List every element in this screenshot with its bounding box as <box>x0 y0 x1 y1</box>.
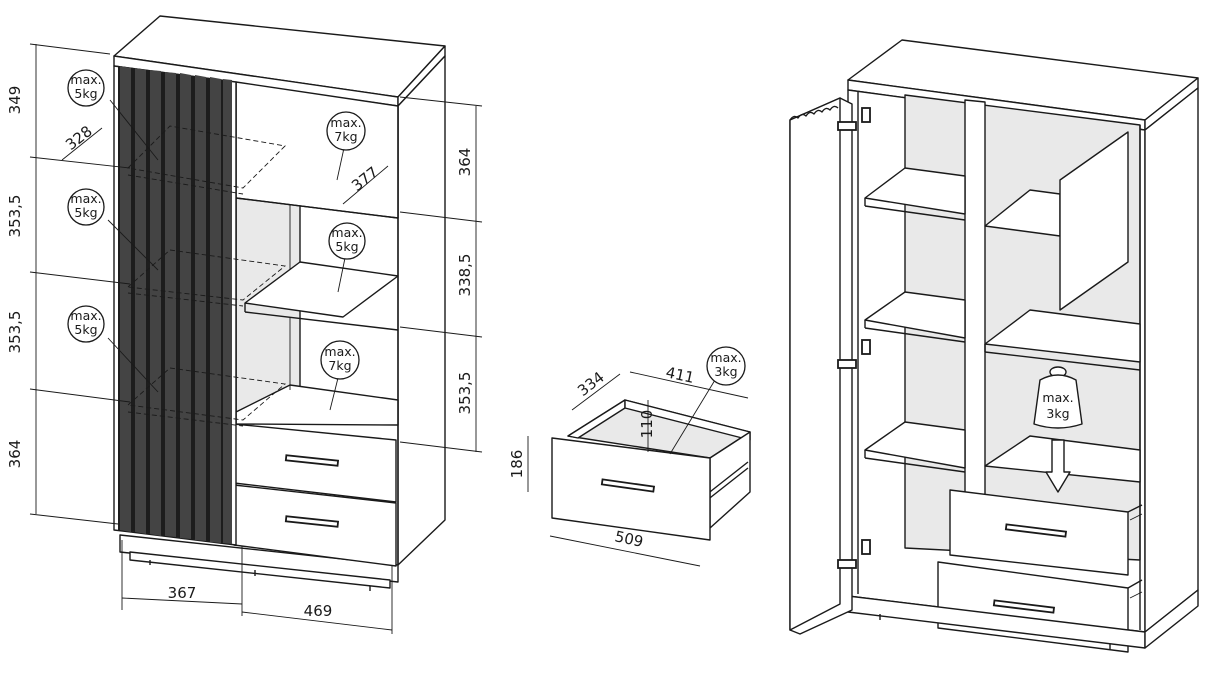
dim-drawer-width: 509 <box>613 527 645 551</box>
drawer-handle <box>992 599 1056 614</box>
svg-text:max.: max. <box>70 72 101 87</box>
svg-text:5kg: 5kg <box>74 205 97 220</box>
drawer-handle <box>1004 523 1068 538</box>
drawer-handle <box>284 454 340 467</box>
slatted-door <box>118 66 232 544</box>
dim-shelf-depth: 328 <box>62 122 96 154</box>
dim-r-low: 353,5 <box>456 372 474 415</box>
dim-drawer-height: 186 <box>508 450 526 479</box>
plinth <box>119 534 399 583</box>
dim-drawer-inner-width: 411 <box>664 363 696 387</box>
svg-text:max.: max. <box>331 225 362 240</box>
svg-text:3kg: 3kg <box>714 364 737 379</box>
shelf <box>864 291 966 339</box>
hinge <box>837 559 857 569</box>
dim-r-mid: 338,5 <box>456 254 474 297</box>
svg-text:max.: max. <box>70 191 101 206</box>
drawer-handle <box>284 515 340 528</box>
dim-h-mid2: 353,5 <box>6 311 24 354</box>
dim-w-left: 367 <box>168 584 197 602</box>
svg-text:max.: max. <box>710 350 741 365</box>
shelf <box>864 167 966 215</box>
drawer-detail: 186 334 411 110 509 max. 3kg <box>508 346 751 567</box>
left-cabinet: max. 5kg max. 5kg max. 5kg max. 7kg max.… <box>6 15 483 634</box>
load-badge-right-low: max. 7kg <box>320 340 360 411</box>
svg-text:3kg: 3kg <box>1046 406 1069 421</box>
dim-drawer-inner-height: 110 <box>638 410 656 439</box>
side-panel <box>397 55 446 566</box>
load-badge-right-top: max. 7kg <box>326 111 366 181</box>
dim-drawer-depth: 334 <box>574 368 608 400</box>
right-cabinet-open: max. 3kg <box>789 39 1199 653</box>
svg-text:max.: max. <box>330 115 361 130</box>
dim-h-top: 349 <box>6 86 24 115</box>
drawer-handle <box>600 478 656 493</box>
dim-h-bottom: 364 <box>6 440 24 469</box>
dimension-lines-left <box>29 43 483 634</box>
svg-text:5kg: 5kg <box>335 239 358 254</box>
shelf <box>864 421 966 469</box>
weight-icon: max. 3kg <box>1033 366 1083 429</box>
load-badge-left-2: max. 5kg <box>67 188 159 271</box>
load-badge-drawer: max. 3kg <box>706 346 746 386</box>
svg-text:max.: max. <box>1042 390 1073 405</box>
load-badge-right-mid: max. 5kg <box>328 222 366 293</box>
svg-text:max.: max. <box>324 344 355 359</box>
hinge <box>837 359 857 369</box>
load-badge-left-3: max. 5kg <box>67 305 159 393</box>
dim-r-top: 364 <box>456 148 474 177</box>
load-badge-left-1: max. 5kg <box>67 69 159 161</box>
hinge <box>837 121 857 131</box>
svg-text:5kg: 5kg <box>74 86 97 101</box>
dim-h-mid1: 353,5 <box>6 195 24 238</box>
svg-text:max.: max. <box>70 308 101 323</box>
svg-text:7kg: 7kg <box>328 358 351 373</box>
svg-text:7kg: 7kg <box>334 129 357 144</box>
inner-door <box>1059 131 1129 311</box>
svg-text:5kg: 5kg <box>74 322 97 337</box>
down-arrow-icon <box>1045 439 1071 493</box>
door-slat-edge <box>789 105 839 121</box>
dim-w-right: 469 <box>304 602 333 620</box>
